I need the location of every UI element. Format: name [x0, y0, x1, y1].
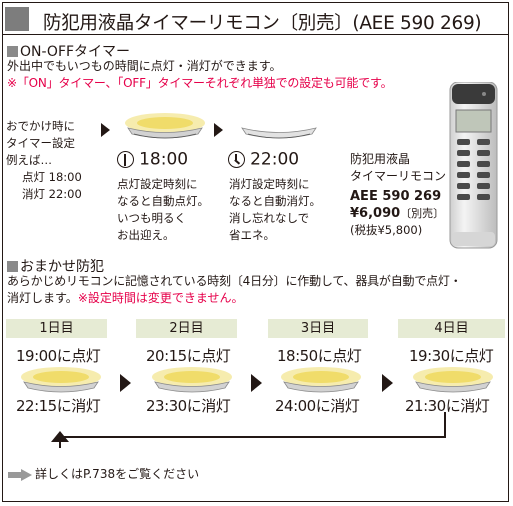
- product-price: ¥6,090: [350, 206, 401, 221]
- page-title: 防犯用液晶タイマーリモコン〔別売〕(AEE 590 269): [43, 13, 482, 34]
- example-line-1: おでかけ時に: [6, 119, 75, 133]
- day-header-3: 3日目: [268, 319, 368, 338]
- reference-arrow-icon: [8, 469, 32, 481]
- arrow-right-icon: [101, 123, 110, 137]
- day3-on: 18:50に点灯: [277, 347, 362, 365]
- onoff-description: 外出中でもいつもの時間に点灯・消灯ができます。: [7, 59, 282, 73]
- omakase-heading: おまかせ防犯: [20, 259, 104, 275]
- day-header-4: 4日目: [398, 319, 505, 338]
- omakase-desc-1: あらかじめリモコンに記憶されている時刻〔4日分〕に作動して、器具が自動で点灯・: [7, 274, 462, 288]
- arrow-right-icon: [251, 374, 262, 392]
- example-on: 点灯 18:00: [22, 170, 82, 184]
- arrow-right-icon: [382, 374, 393, 392]
- arrow-right-icon: [120, 374, 131, 392]
- off-desc-4: 省エネ。: [229, 228, 275, 242]
- day-header-1: 1日目: [6, 319, 107, 338]
- day3-off: 24:00に消灯: [275, 397, 360, 415]
- onoff-heading: ON-OFFタイマー: [20, 44, 131, 60]
- on-time-row: 18:00: [117, 149, 188, 170]
- day1-on: 19:00に点灯: [16, 347, 101, 365]
- on-desc-3: いつも明るく: [117, 211, 186, 225]
- day4-off: 21:30に消灯: [405, 397, 490, 415]
- day2-on: 20:15に点灯: [146, 347, 231, 365]
- omakase-note: ※設定時間は変更できません。: [77, 291, 244, 305]
- clock-off-icon: [228, 151, 245, 168]
- day2-off: 23:30に消灯: [146, 397, 231, 415]
- omakase-heading-wrap: おまかせ防犯: [7, 256, 104, 276]
- on-desc-1: 点灯設定時刻に: [117, 177, 198, 191]
- ceiling-lamp-off-icon: [241, 127, 317, 139]
- on-time: 18:00: [139, 149, 189, 170]
- square-bullet-icon: [7, 260, 18, 272]
- off-desc-3: 消し忘れなしで: [229, 211, 310, 225]
- product-price-row: ¥6,090〔別売〕: [350, 205, 444, 222]
- clock-on-icon: [117, 151, 134, 168]
- day-header-2: 2日目: [136, 319, 237, 338]
- onoff-heading-wrap: ON-OFFタイマー: [7, 41, 130, 61]
- header: 防犯用液晶タイマーリモコン〔別売〕(AEE 590 269): [3, 3, 508, 35]
- ceiling-lamp-day4-icon: [413, 367, 493, 393]
- ceiling-lamp-day3-icon: [281, 367, 361, 393]
- omakase-desc-2-row: 消灯します。※設定時間は変更できません。: [7, 290, 244, 307]
- remote-control-image: [449, 82, 498, 249]
- square-bullet-icon: [7, 45, 18, 57]
- example-line-2: タイマー設定: [6, 136, 75, 150]
- off-desc-1: 消灯設定時刻に: [229, 177, 310, 191]
- ceiling-lamp-day2-icon: [152, 367, 232, 393]
- product-name-1: 防犯用液晶: [350, 152, 411, 166]
- loop-back-arrow-icon: [51, 412, 446, 448]
- off-time-row: 22:00: [228, 149, 299, 170]
- header-accent-bar: [5, 7, 29, 31]
- arrow-right-icon: [214, 123, 223, 137]
- omakase-desc-2: 消灯します。: [7, 291, 78, 305]
- onoff-note: ※「ON」タイマー、「OFF」タイマーそれぞれ単独での設定も可能です。: [7, 76, 393, 90]
- off-time: 22:00: [250, 149, 300, 170]
- day1-off: 22:15に消灯: [16, 397, 101, 415]
- day4-on: 19:30に点灯: [409, 347, 494, 365]
- product-code: AEE 590 269: [350, 189, 442, 204]
- product-price-note: 〔別売〕: [400, 207, 445, 220]
- on-desc-2: なると自動点灯。: [117, 194, 209, 208]
- ceiling-lamp-on-icon: [125, 113, 205, 139]
- reference-text: 詳しくはP.738をご覧ください: [35, 467, 200, 481]
- on-desc-4: お出迎え。: [117, 228, 175, 242]
- product-name-2: タイマーリモコン: [350, 169, 447, 183]
- ceiling-lamp-day1-icon: [21, 367, 101, 393]
- example-line-3: 例えば…: [6, 153, 52, 167]
- product-tax-note: (税抜¥5,800): [350, 223, 423, 237]
- example-off: 消灯 22:00: [22, 187, 82, 201]
- page-frame: [2, 2, 509, 502]
- off-desc-2: なると自動消灯。: [229, 194, 321, 208]
